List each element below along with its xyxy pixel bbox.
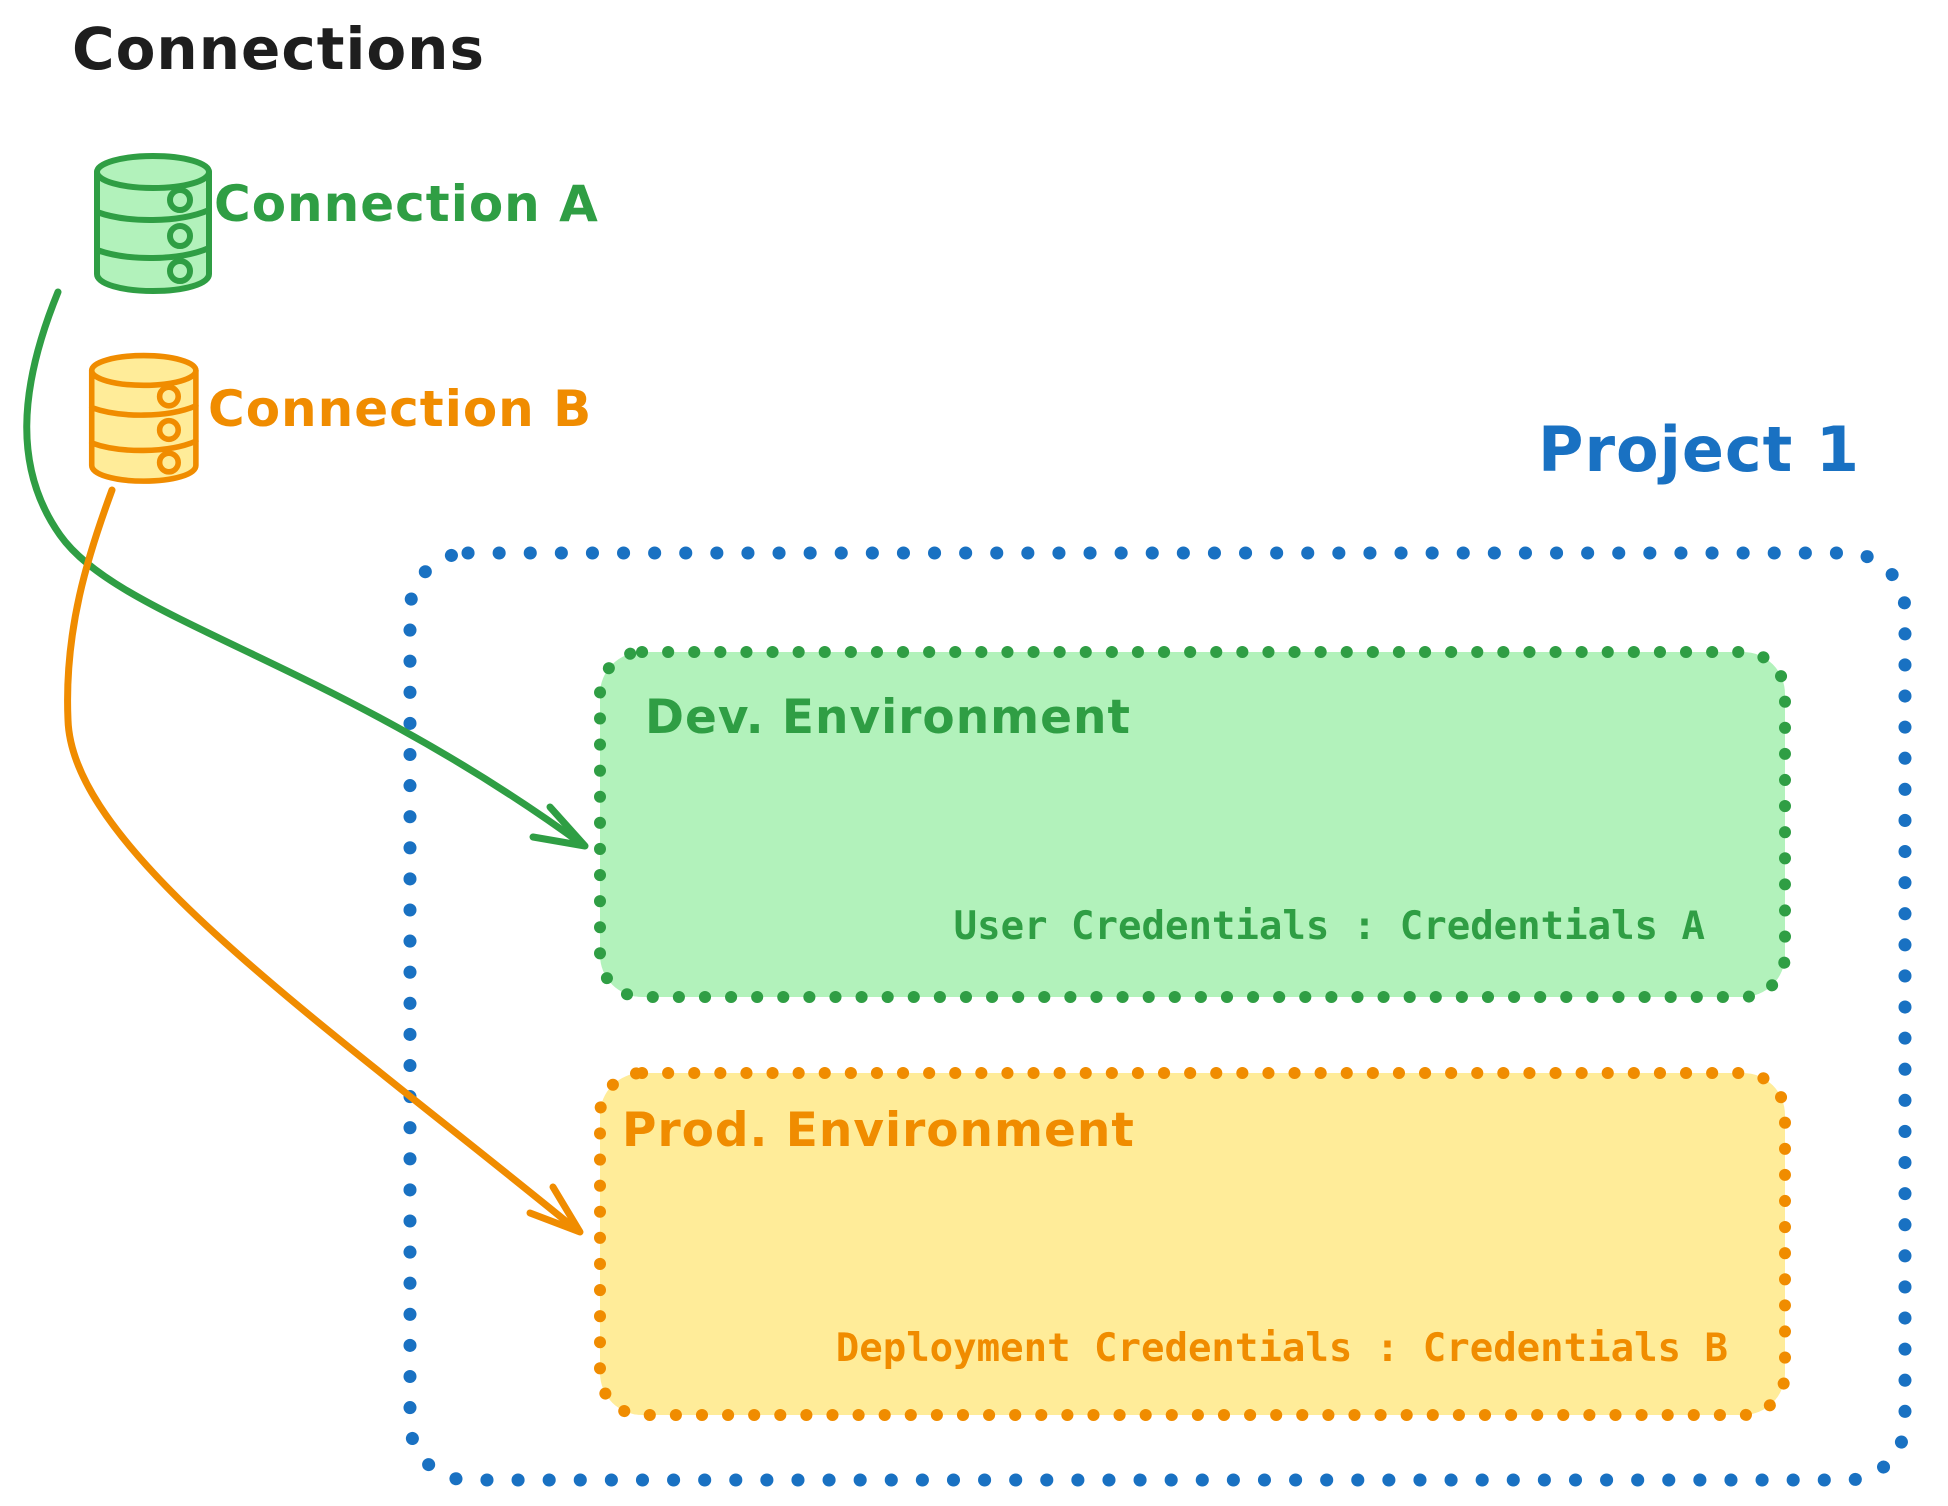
dev-environment-credentials: User Credentials : Credentials A bbox=[953, 904, 1705, 949]
connections-title: Connections bbox=[72, 15, 485, 83]
dev-environment-title: Dev. Environment bbox=[645, 690, 1131, 745]
project-container-box bbox=[403, 546, 1912, 1487]
database-icon bbox=[92, 356, 196, 482]
prod-environment-title: Prod. Environment bbox=[622, 1103, 1135, 1158]
project-title: Project 1 bbox=[1538, 413, 1861, 486]
connection-a-to-dev-arrow bbox=[23, 288, 589, 850]
connection-b-label: Connection B bbox=[208, 380, 593, 438]
database-icon bbox=[97, 156, 209, 291]
connection-a-label: Connection A bbox=[214, 175, 599, 233]
prod-environment-credentials: Deployment Credentials : Credentials B bbox=[835, 1326, 1728, 1371]
arrowhead bbox=[529, 803, 589, 850]
prod-environment-box bbox=[594, 1067, 1791, 1421]
connection-b-to-prod-arrow bbox=[64, 486, 584, 1236]
dev-environment-box bbox=[594, 646, 1791, 1003]
arrowhead bbox=[526, 1183, 584, 1236]
